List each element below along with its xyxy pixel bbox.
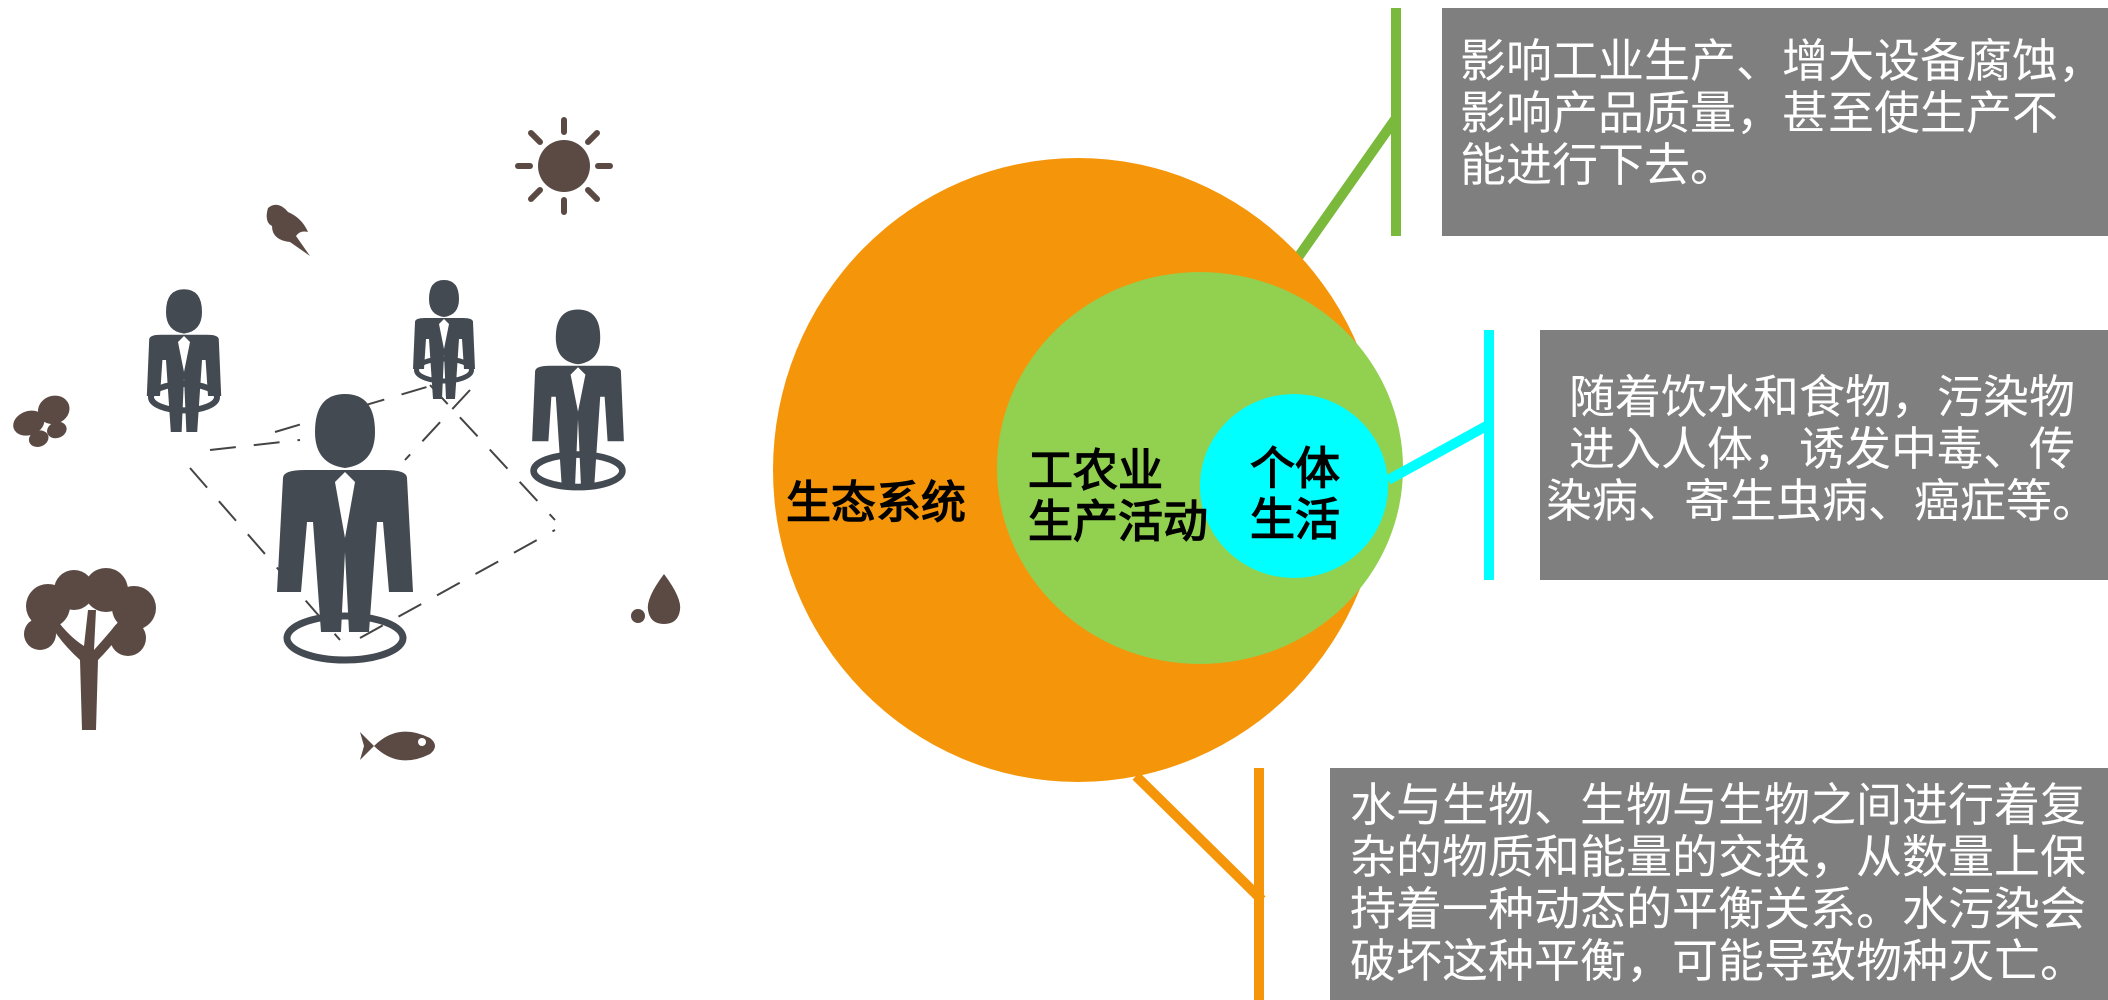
production-label: 工农业 生产活动 — [1028, 444, 1209, 548]
connector-ecosystem — [1132, 768, 1266, 1000]
fish-icon — [360, 731, 435, 761]
network-lines — [189, 384, 556, 641]
water-drop-icon — [631, 574, 681, 624]
ecosystem-label: 生态系统 — [786, 476, 967, 529]
person-icon — [277, 394, 413, 664]
ecosystem-balance-callout: 水与生物、生物与生物之间进行着复 杂的物质和能量的交换，从数量上保 持着一种动态… — [1330, 768, 2108, 1000]
nested-circles — [773, 158, 1403, 782]
individual-circle — [1200, 394, 1388, 578]
tree-icon — [24, 568, 156, 730]
person-icon — [146, 289, 222, 432]
sun-icon — [515, 117, 613, 215]
human-health-callout: 随着饮水和食物，污染物 进入人体，诱发中毒、传 染病、寄生虫病、癌症等。 — [1540, 330, 2108, 580]
bird-icon — [266, 204, 310, 256]
industry-impact-callout: 影响工业生产、增大设备腐蚀， 影响产品质量，甚至使生产不 能进行下去。 — [1442, 8, 2108, 236]
human-health-text: 随着饮水和食物，污染物 进入人体，诱发中毒、传 染病、寄生虫病、癌症等。 — [1546, 370, 2098, 528]
individual-label: 个体 生活 — [1250, 442, 1341, 546]
ecosystem-balance-text: 水与生物、生物与生物之间进行着复 杂的物质和能量的交换，从数量上保 持着一种动态… — [1350, 778, 2086, 988]
butterfly-icon — [13, 395, 70, 447]
person-icon — [413, 280, 475, 399]
industry-impact-text: 影响工业生产、增大设备腐蚀， 影响产品质量，甚至使生产不 能进行下去。 — [1460, 34, 2104, 192]
connector-human — [1385, 330, 1494, 580]
network-illustration — [13, 117, 681, 761]
person-icon — [530, 309, 626, 491]
